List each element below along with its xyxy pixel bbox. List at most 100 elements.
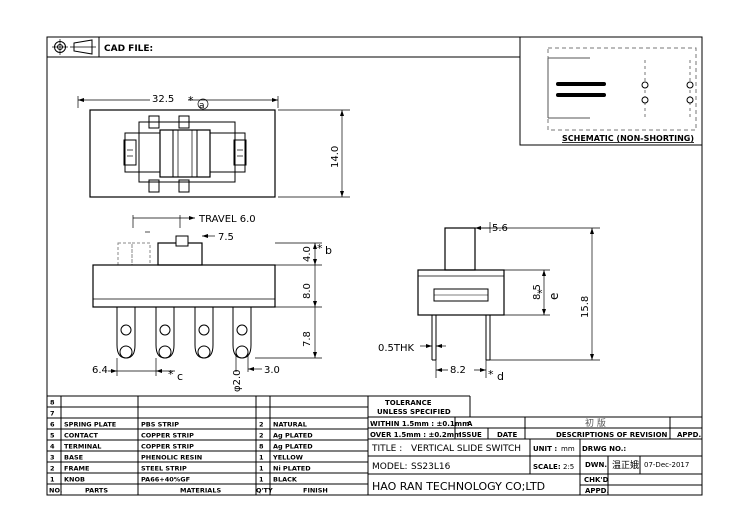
dim-knob-w: 5.6 <box>492 223 508 234</box>
rev-col-appd: APPD. <box>677 431 701 439</box>
part-no: 2 <box>50 465 55 473</box>
title-value: VERTICAL SLIDE SWITCH <box>411 444 521 454</box>
dim-hole-dia: φ2.0 <box>232 370 243 393</box>
col-parts: PARTS <box>85 487 108 495</box>
part-qty: 1 <box>259 454 264 462</box>
part-no: 7 <box>50 410 55 418</box>
dwn-name: 温正娥 <box>612 460 639 471</box>
part-name: FRAME <box>64 465 89 473</box>
part-qty: 2 <box>259 421 264 429</box>
cad-header: CAD FILE: <box>47 37 520 58</box>
part-material: PHENOLIC RESIN <box>141 454 202 462</box>
tolerance-title: TOLERANCE <box>385 399 432 407</box>
part-name: SPRING PLATE <box>64 421 116 429</box>
part-material: COPPER STRIP <box>141 443 194 451</box>
part-finish: NATURAL <box>273 421 307 429</box>
side-view: 5.6 0.5THK 8.2 * d 8.5 * e <box>378 222 600 383</box>
dim-knob-offset: 7.5 <box>218 232 234 243</box>
schematic-panel: SCHEMATIC (NON-SHORTING) <box>519 36 703 146</box>
callout-c: c <box>177 370 183 383</box>
part-material: COPPER STRIP <box>141 432 194 440</box>
rev-description: 初 版 <box>585 417 606 429</box>
part-no: 3 <box>50 454 55 462</box>
dim-top-width: 32.5 <box>152 94 174 105</box>
part-finish: Ni PLATED <box>273 465 311 473</box>
part-name: BASE <box>64 454 83 462</box>
callout-a: a <box>199 101 205 111</box>
appd-label: APPD. <box>585 487 609 495</box>
callout-a-marker: * <box>188 94 194 107</box>
part-name: CONTACT <box>64 432 98 440</box>
chkd-label: CHK'D <box>584 476 609 484</box>
front-terminals <box>116 307 252 359</box>
tolerance-within: WITHIN 1.5mm : ±0.1mm <box>370 420 469 428</box>
front-view: TRAVEL 6.0 7.5 <box>92 214 332 392</box>
scale-label: SCALE: <box>533 463 561 471</box>
callout-b: b <box>325 244 332 257</box>
model-value: SS23L16 <box>411 462 451 472</box>
tolerance-subtitle: UNLESS SPECIFIED <box>377 408 451 416</box>
dim-side-15-8: 15.8 <box>580 296 591 318</box>
part-no: 1 <box>50 476 55 484</box>
parts-table: 8 7 6 SPRING PLATE PBS STRIP 2 NATURAL 5 CONTACT… <box>47 395 369 495</box>
rev-col-date: DATE <box>497 431 517 439</box>
company-name: HAO RAN TECHNOLOGY CO;LTD <box>372 480 545 493</box>
part-material: STEEL STRIP <box>141 465 187 473</box>
model-label: MODEL: <box>372 462 408 472</box>
dwn-date: 07-Dec-2017 <box>644 461 689 469</box>
title-block: TOLERANCE UNLESS SPECIFIED WITHIN 1.5mm … <box>368 395 702 495</box>
callout-d-marker: * <box>488 368 494 381</box>
dim-7-8: 7.8 <box>302 331 313 347</box>
drwg-label: DRWG NO.: <box>582 445 626 453</box>
rev-letter: A <box>467 420 473 428</box>
projection-symbol-icon <box>52 39 96 55</box>
part-no: 5 <box>50 432 55 440</box>
dim-terminal-pitch: 3.0 <box>264 365 280 376</box>
dwn-label: DWN. <box>585 461 607 469</box>
tolerance-over: OVER 1.5mm : ±0.2mm <box>370 431 461 439</box>
part-name: TERMINAL <box>64 443 101 451</box>
cad-file-label: CAD FILE: <box>104 44 153 54</box>
callout-d: d <box>497 370 504 383</box>
callout-b-marker: * <box>317 242 323 255</box>
part-material: PA66+40%GF <box>141 476 190 484</box>
col-materials: MATERIALS <box>180 487 221 495</box>
part-no: 8 <box>50 399 55 407</box>
callout-c-marker: * <box>168 368 174 381</box>
part-no: 4 <box>50 443 55 451</box>
scale-value: 2:5 <box>563 463 574 471</box>
callout-e: e <box>547 293 561 300</box>
part-finish: Ag PLATED <box>273 443 313 451</box>
part-material: PBS STRIP <box>141 421 179 429</box>
dim-side-8-5: 8.5 <box>532 284 543 300</box>
part-no: 6 <box>50 421 55 429</box>
part-finish: Ag PLATED <box>273 432 313 440</box>
part-finish: YELLOW <box>272 454 303 462</box>
dim-pitch: 6.4 <box>92 365 108 376</box>
dim-8-0: 8.0 <box>302 283 313 299</box>
dim-travel: TRAVEL 6.0 <box>198 214 256 225</box>
dim-thk: 0.5THK <box>378 343 415 354</box>
col-qty: Q'TY <box>256 487 273 495</box>
dim-top-height: 14.0 <box>330 146 341 168</box>
schematic-label: SCHEMATIC (NON-SHORTING) <box>562 134 694 143</box>
title-label: TITLE : <box>371 444 402 454</box>
rev-col-desc: DESCRIPTIONS OF REVISION <box>556 431 668 439</box>
part-finish: BLACK <box>273 476 298 484</box>
part-qty: 1 <box>259 465 264 473</box>
col-no: NO. <box>49 487 62 495</box>
unit-label: UNIT : <box>533 445 557 453</box>
col-finish: FINISH <box>303 487 328 495</box>
part-qty: 8 <box>259 443 264 451</box>
rev-col-issue: ISSUE <box>459 431 482 439</box>
dim-side-8-2: 8.2 <box>450 365 466 376</box>
unit-value: mm <box>561 445 575 453</box>
part-qty: 2 <box>259 432 264 440</box>
callout-e-marker: * <box>537 287 543 300</box>
part-qty: 1 <box>259 476 264 484</box>
top-view: 32.5 * a 14.0 <box>77 93 350 198</box>
sheet-border <box>46 36 703 496</box>
part-name: KNOB <box>64 476 85 484</box>
dim-4-0: 4.0 <box>302 246 313 262</box>
